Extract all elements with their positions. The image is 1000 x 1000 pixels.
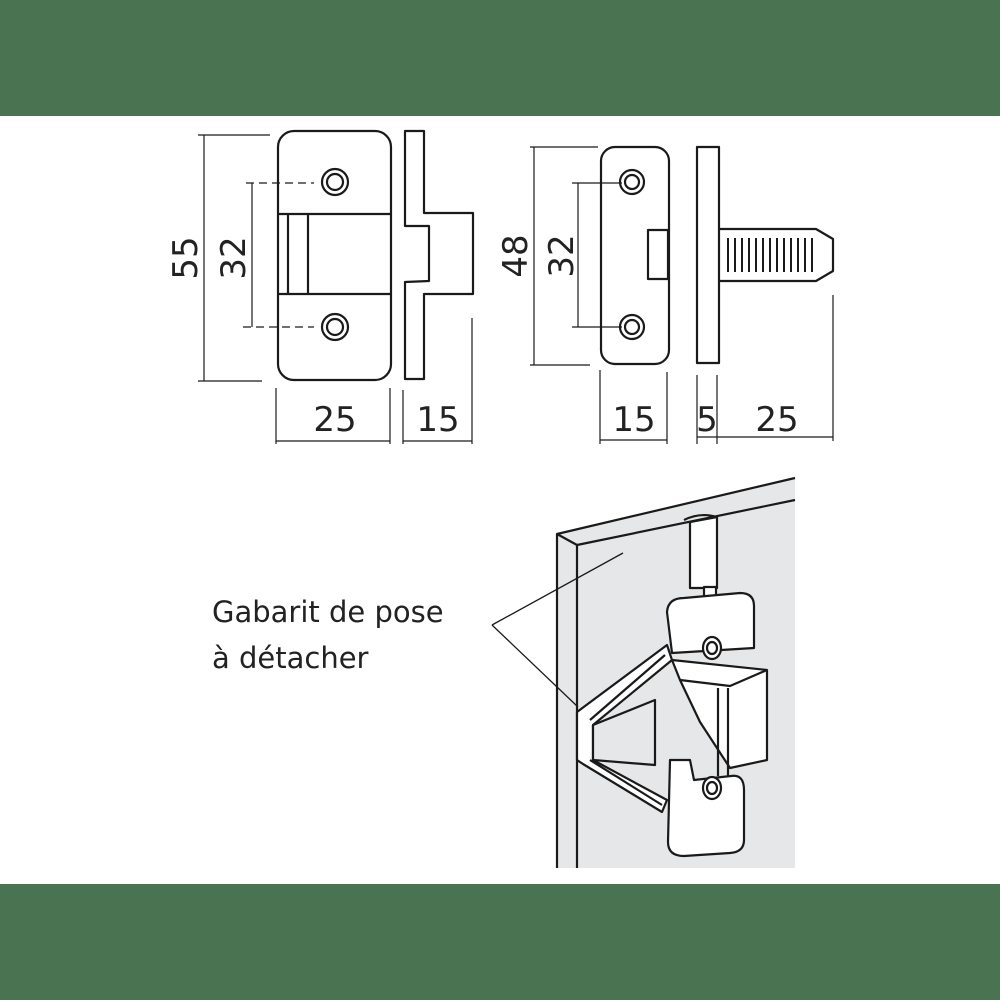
callout-label-line2: à détacher [212, 641, 369, 675]
dim-right-plate-thickness: 5 [696, 400, 718, 440]
right-plate-front-view [599, 145, 671, 366]
isometric-installation-view [555, 476, 796, 868]
dim-right-width: 15 [612, 400, 655, 440]
callout-leader-lines [491, 552, 624, 708]
top-green-band [0, 0, 1000, 116]
dim-right-hole-spacing: 32 [542, 234, 582, 277]
dim-right-height: 48 [496, 234, 536, 277]
left-dimension-lines [198, 134, 473, 444]
dim-left-height: 55 [166, 236, 206, 279]
right-plate-side-view-with-pin [695, 145, 835, 365]
right-dimension-lines [530, 146, 834, 444]
dim-left-depth: 15 [416, 400, 459, 440]
callout-label-line1: Gabarit de pose [212, 595, 444, 629]
dim-left-hole-spacing: 32 [214, 236, 254, 279]
dim-left-width: 25 [313, 400, 356, 440]
dim-right-pin-length: 25 [755, 400, 798, 440]
bottom-green-band [0, 884, 1000, 1000]
left-strike-plate-front-view [276, 129, 393, 382]
left-strike-plate-side-view [403, 129, 475, 381]
